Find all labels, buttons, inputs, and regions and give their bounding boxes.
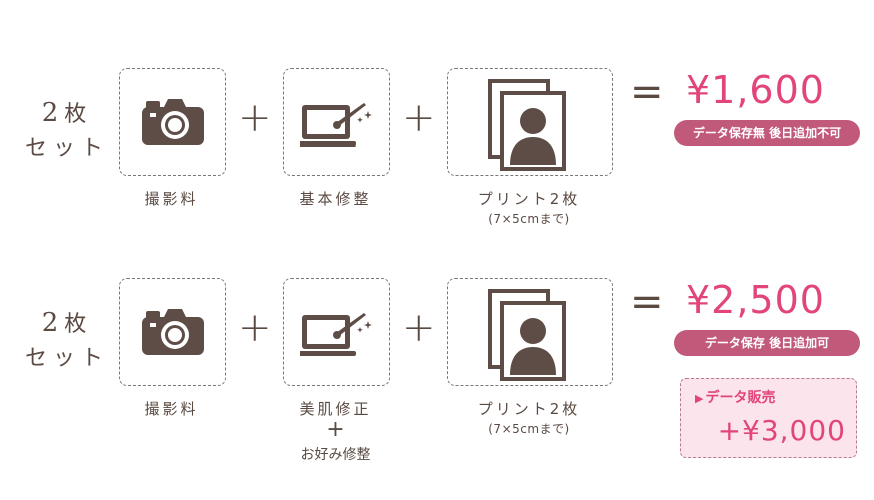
set-label: 2枚 セット — [22, 306, 112, 376]
triangle-marker-icon: ▶ — [695, 392, 704, 405]
plus-sign-small: + — [326, 417, 345, 442]
camera-icon — [142, 99, 204, 145]
equals-sign: = — [630, 69, 664, 115]
laptop-retouch-icon — [300, 103, 372, 147]
print-label: プリント2枚 — [477, 400, 581, 418]
data-sale-text: データ販売 — [705, 390, 776, 406]
portrait-photos-icon — [488, 289, 566, 381]
retouch-box — [283, 68, 390, 176]
print-size-note: (7×5cmまで) — [488, 212, 570, 226]
plus-sign: + — [238, 95, 272, 141]
camera-icon — [142, 309, 204, 355]
skin-retouch-label: 美肌修正 — [299, 400, 372, 418]
print-box — [447, 278, 613, 386]
photo-fee-label: 撮影料 — [144, 400, 199, 418]
photo-fee-box — [119, 278, 226, 386]
data-sale-price: +¥3,000 — [717, 414, 846, 447]
photo-fee-label: 撮影料 — [144, 190, 199, 208]
photo-fee-box — [119, 68, 226, 176]
data-storage-badge: データ保存 後日追加可 — [674, 330, 860, 356]
data-sale-box: ▶データ販売 +¥3,000 — [680, 378, 857, 458]
data-storage-badge: データ保存無 後日追加不可 — [674, 120, 860, 146]
set-word: セット — [24, 136, 109, 161]
plan-row-1: 2枚 セット + + — [0, 60, 874, 290]
set-word: セット — [24, 346, 109, 371]
portrait-photos-icon — [488, 79, 566, 171]
set-count-char: 枚 — [64, 102, 93, 127]
plus-sign: + — [402, 305, 436, 351]
price: ¥1,600 — [686, 68, 825, 112]
laptop-retouch-icon — [300, 313, 372, 356]
price: ¥2,500 — [686, 278, 825, 322]
plus-sign: + — [238, 305, 272, 351]
print-label: プリント2枚 — [477, 190, 581, 208]
equals-sign: = — [630, 279, 664, 325]
retouch-label: 基本修整 — [299, 190, 372, 208]
plan-row-2: 2枚 セット + + — [0, 270, 874, 500]
set-count-char: 枚 — [64, 312, 93, 337]
print-box — [447, 68, 613, 176]
data-sale-label: ▶データ販売 — [695, 387, 775, 407]
set-label: 2枚 セット — [22, 96, 112, 166]
plus-sign: + — [402, 95, 436, 141]
custom-retouch-label: お好み修整 — [300, 447, 371, 463]
print-size-note: (7×5cmまで) — [488, 422, 570, 436]
retouch-box — [283, 278, 390, 386]
set-number: 2 — [41, 98, 65, 128]
set-number: 2 — [41, 308, 65, 338]
